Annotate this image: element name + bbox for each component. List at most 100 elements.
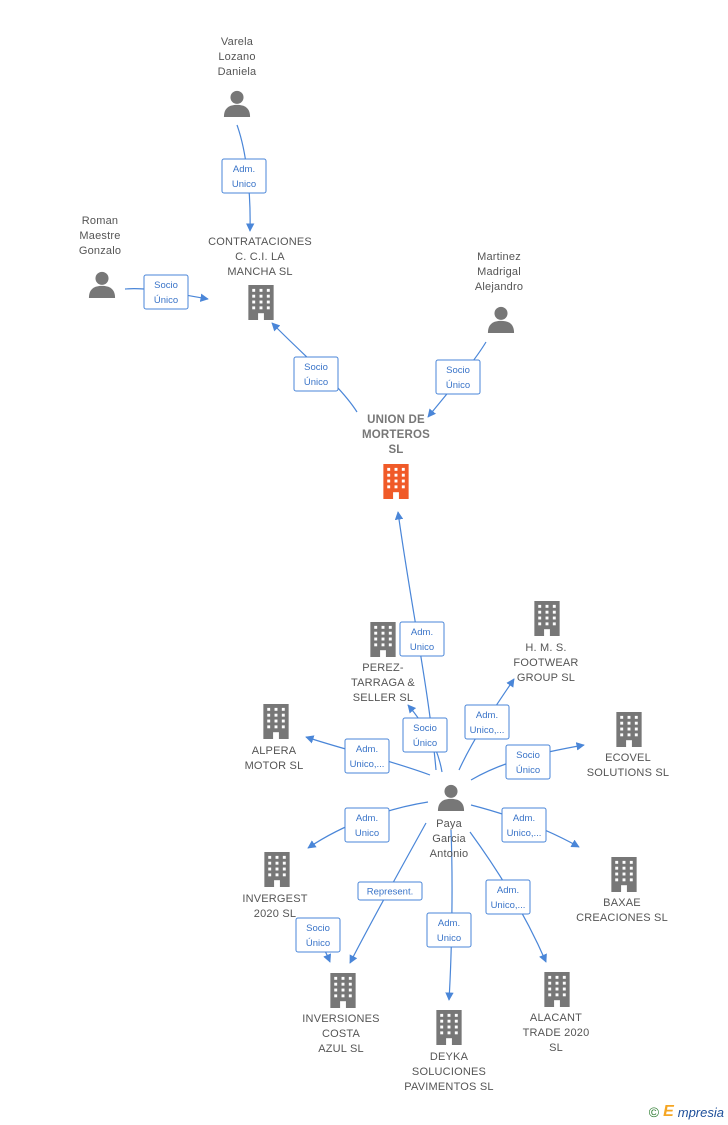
- node-label: MANCHA SL: [227, 266, 292, 278]
- node-label: CONTRATACIONES: [208, 236, 312, 248]
- relationship-label: Socio: [154, 280, 178, 291]
- edge-e1: Adm. Unico: [221, 124, 267, 232]
- node-label: TARRAGA &: [351, 677, 415, 689]
- relationship-badge[interactable]: [426, 912, 472, 948]
- relationship-badge[interactable]: [344, 807, 390, 843]
- building-icon: [264, 852, 290, 887]
- node-label: MORTEROS: [362, 429, 430, 441]
- relationship-label: Adm.: [411, 627, 433, 638]
- node-baxae[interactable]: BAXAE CREACIONES SL: [576, 857, 668, 924]
- edge-e11: Adm.Unico,...: [470, 804, 580, 848]
- relationship-badge[interactable]: [399, 621, 445, 657]
- relationship-label: Socio: [306, 923, 330, 934]
- building-icon: [330, 973, 356, 1008]
- node-label: Maestre: [79, 230, 120, 242]
- relationship-label: Socio: [413, 723, 437, 734]
- relationship-badge[interactable]: [143, 274, 189, 310]
- relationship-badge[interactable]: [295, 917, 341, 953]
- relationship-badge[interactable]: [485, 879, 531, 915]
- building-icon: [383, 464, 409, 499]
- relationship-label: Socio: [446, 365, 470, 376]
- building-icon: [534, 601, 560, 636]
- node-label: ALACANT: [530, 1012, 582, 1024]
- node-label: Martinez: [477, 251, 521, 263]
- node-label: Varela: [221, 36, 254, 48]
- relationship-label: Unico: [355, 828, 379, 839]
- relationship-label: Socio: [304, 362, 328, 373]
- person-icon: [88, 271, 116, 298]
- relationship-badge[interactable]: [293, 356, 339, 392]
- relationship-label: Unico: [232, 179, 256, 190]
- node-label: SOLUTIONS SL: [587, 767, 669, 779]
- node-label: ECOVEL: [605, 752, 651, 764]
- node-label: SELLER SL: [353, 692, 414, 704]
- relationship-badge[interactable]: [221, 158, 267, 194]
- brand-logo-text: mpresia: [677, 1104, 724, 1120]
- node-label: Paya: [436, 818, 463, 830]
- node-perez[interactable]: PEREZ-TARRAGA &SELLER SL: [351, 622, 415, 704]
- relationship-badge[interactable]: [435, 359, 481, 395]
- relationship-label: Adm.: [356, 813, 378, 824]
- building-icon: [436, 1010, 462, 1045]
- node-label: H. M. S.: [525, 642, 566, 654]
- node-label: SL: [388, 444, 403, 456]
- node-label: Antonio: [430, 848, 469, 860]
- building-icon: [611, 857, 637, 892]
- node-label: CREACIONES SL: [576, 912, 668, 924]
- relationship-label: Único: [446, 380, 470, 391]
- node-label: Gonzalo: [79, 245, 121, 257]
- node-label: DEYKA: [430, 1051, 469, 1063]
- node-label: Garcia: [432, 833, 466, 845]
- building-icon: [544, 972, 570, 1007]
- relationship-label: Unico: [410, 642, 434, 653]
- person-icon: [437, 784, 465, 811]
- node-label: Madrigal: [477, 266, 521, 278]
- node-ecovel[interactable]: ECOVEL SOLUTIONS SL: [587, 712, 669, 779]
- edge-e15: Adm.Unico,...: [469, 831, 547, 963]
- node-contrataciones[interactable]: CONTRATACIONES C. C.I. LA MANCHA SL: [208, 236, 312, 320]
- building-icon: [248, 285, 274, 320]
- relationship-badge[interactable]: [501, 807, 547, 843]
- relationship-badge[interactable]: [402, 717, 448, 753]
- node-label: SL: [549, 1042, 563, 1054]
- relationship-badge[interactable]: [464, 704, 510, 740]
- relationship-label: Unico,...: [507, 828, 542, 839]
- node-label: TRADE 2020: [523, 1027, 590, 1039]
- edge-e14: Adm.Unico: [426, 829, 472, 1001]
- node-label: COSTA: [322, 1028, 361, 1040]
- edge-e8: Adm.Unico,...: [305, 735, 431, 776]
- node-label: GROUP SL: [517, 672, 575, 684]
- relationship-badge[interactable]: [357, 881, 423, 901]
- relationship-label: Unico,...: [491, 900, 526, 911]
- edge-e13: Represent.: [349, 822, 427, 964]
- node-label: Lozano: [218, 51, 255, 63]
- building-icon: [616, 712, 642, 747]
- node-label: BAXAE: [603, 897, 641, 909]
- person-icon: [223, 90, 251, 117]
- relationship-label: Unico,...: [350, 759, 385, 770]
- relationship-label: Adm.: [233, 164, 255, 175]
- node-label: C. C.I. LA: [235, 251, 285, 263]
- relationship-label: Único: [304, 377, 328, 388]
- node-label: INVERGEST: [242, 893, 307, 905]
- relationship-badge[interactable]: [344, 738, 390, 774]
- node-label: Daniela: [218, 66, 257, 78]
- relationship-badge[interactable]: [505, 744, 551, 780]
- relationship-label: Represent.: [367, 887, 413, 898]
